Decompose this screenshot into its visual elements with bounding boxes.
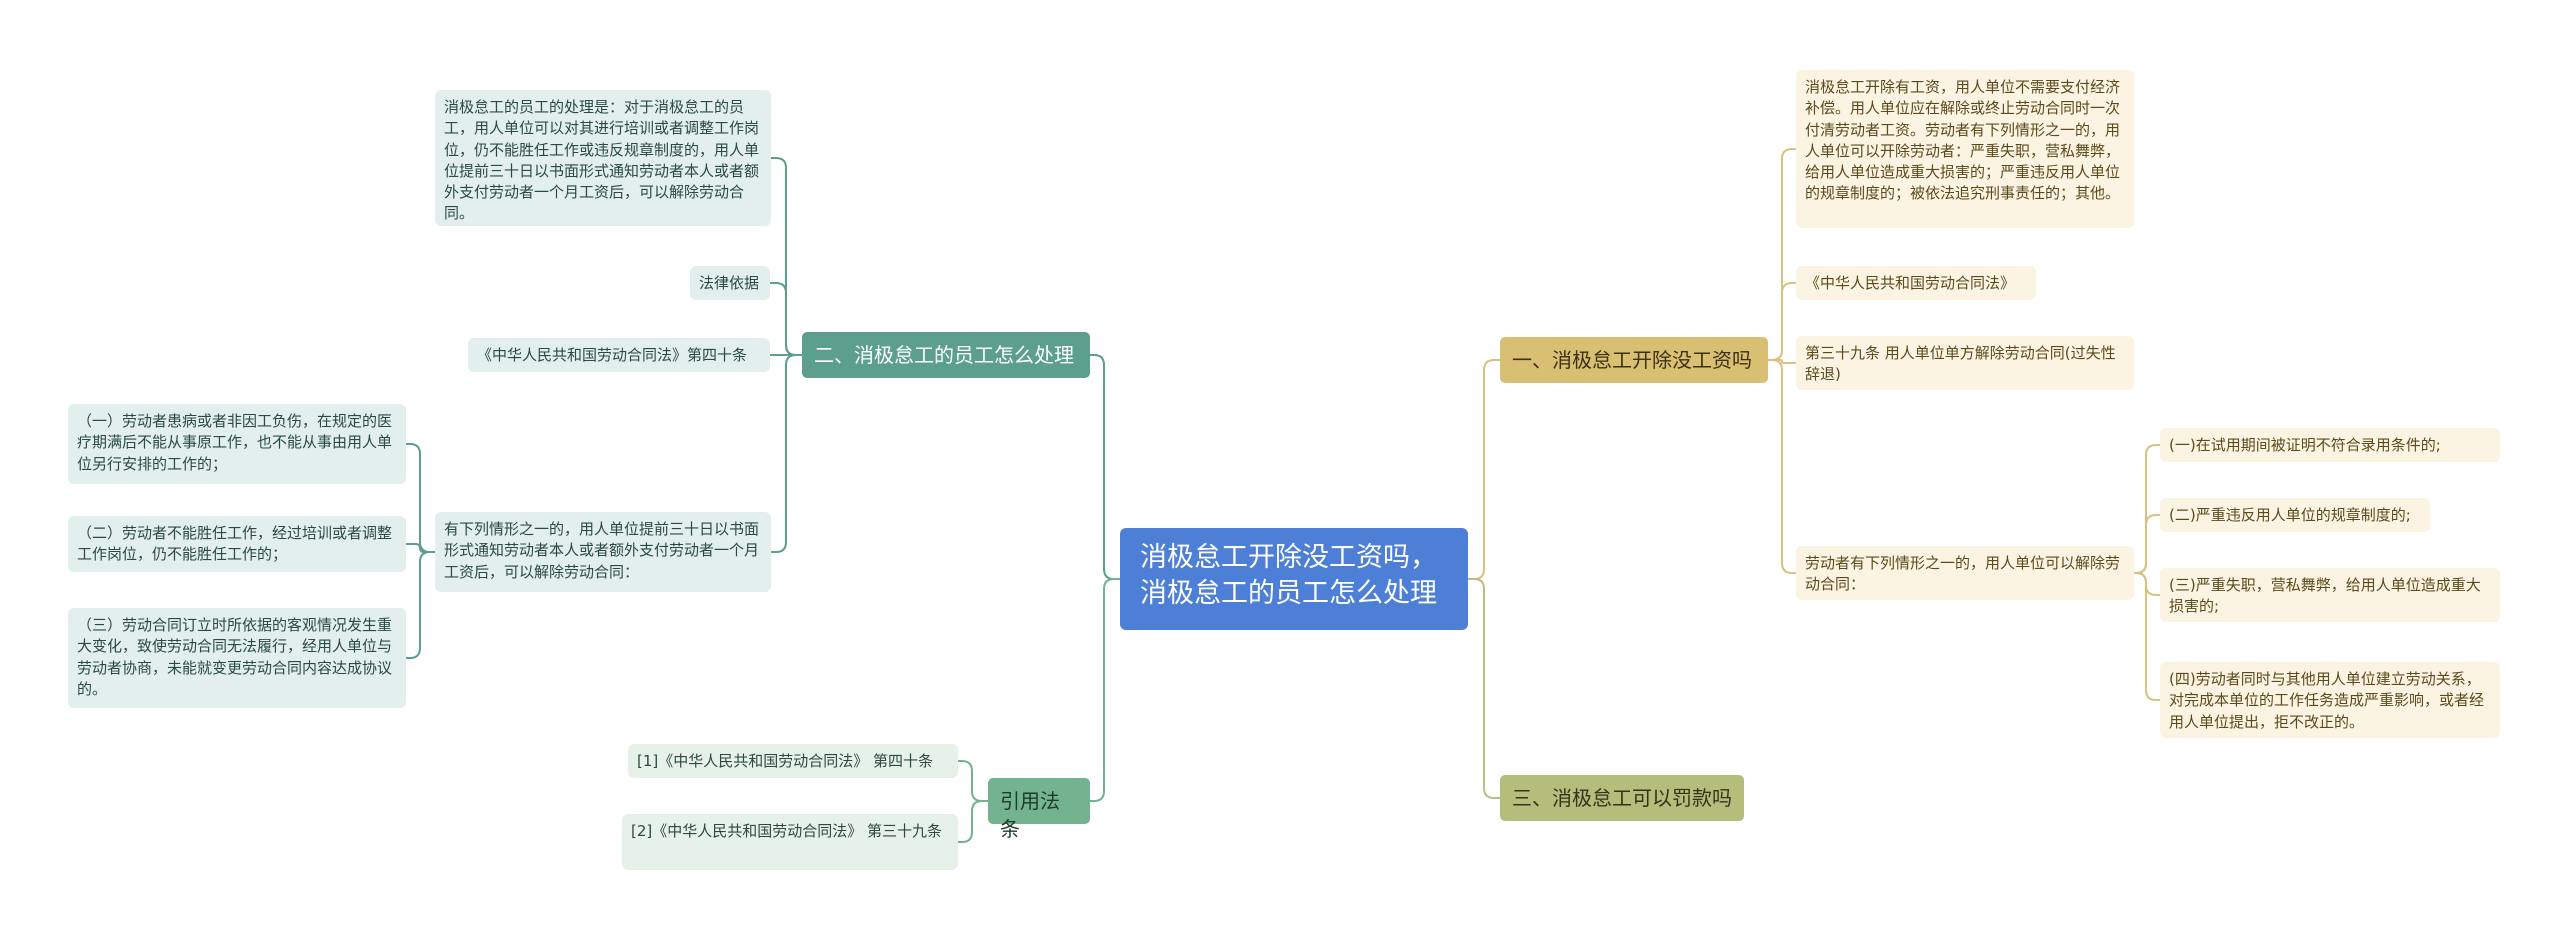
- connector-line: [406, 543, 435, 553]
- leaf-handling-summary[interactable]: 消极怠工的员工的处理是：对于消极怠工的员工，用人单位可以对其进行培训或者调整工作…: [435, 90, 771, 226]
- condition-item[interactable]: （三）劳动合同订立时所依据的客观情况发生重大变化，致使劳动合同无法履行，经用人单…: [68, 608, 406, 708]
- reference-item[interactable]: [2]《中华人民共和国劳动合同法》 第三十九条: [622, 814, 958, 870]
- branch-title: 引用法条: [1000, 789, 1060, 842]
- connector-line: [2134, 572, 2160, 701]
- connector-line: [958, 800, 988, 843]
- reference-item[interactable]: [1]《中华人民共和国劳动合同法》 第四十条: [628, 744, 958, 778]
- branch-cited-articles[interactable]: 引用法条: [988, 778, 1090, 841]
- leaf-article-40[interactable]: 《中华人民共和国劳动合同法》第四十条: [468, 338, 770, 372]
- condition-item[interactable]: （一）劳动者患病或者非因工负伤，在规定的医疗期满后不能从事原工作，也不能从事由用…: [68, 404, 406, 484]
- connector-line: [1090, 354, 1120, 580]
- connector-line: [1768, 359, 1796, 364]
- connector-line: [1768, 359, 1796, 574]
- connector-line: [958, 760, 988, 802]
- connector-line: [406, 443, 435, 553]
- connector-line: [770, 282, 802, 356]
- condition-item[interactable]: （二）劳动者不能胜任工作，经过培训或者调整工作岗位，仍不能胜任工作的；: [68, 516, 406, 572]
- connector-line: [771, 354, 802, 553]
- connector-line: [1768, 282, 1796, 361]
- branch-title: 一、消极怠工开除没工资吗: [1512, 348, 1752, 372]
- root-topic[interactable]: 消极怠工开除没工资吗，消极怠工的员工怎么处理: [1120, 528, 1468, 630]
- leaf-notice-conditions[interactable]: 有下列情形之一的，用人单位提前三十日以书面形式通知劳动者本人或者额外支付劳动者一…: [435, 512, 771, 592]
- branch-handle-slacking-employee[interactable]: 二、消极怠工的员工怎么处理: [802, 332, 1090, 378]
- condition-item[interactable]: (四)劳动者同时与其他用人单位建立劳动关系，对完成本单位的工作任务造成严重影响，…: [2160, 662, 2500, 738]
- leaf-dismissal-conditions[interactable]: 劳动者有下列情形之一的，用人单位可以解除劳动合同：: [1796, 546, 2134, 600]
- leaf-article-39[interactable]: 第三十九条 用人单位单方解除劳动合同(过失性辞退): [1796, 336, 2134, 390]
- condition-item[interactable]: (一)在试用期间被证明不符合录用条件的;: [2160, 428, 2500, 462]
- branch-title: 二、消极怠工的员工怎么处理: [814, 343, 1074, 367]
- branch-no-wage-on-dismissal[interactable]: 一、消极怠工开除没工资吗: [1500, 337, 1768, 383]
- branch-title: 三、消极怠工可以罚款吗: [1512, 786, 1732, 810]
- leaf-dismissal-summary[interactable]: 消极怠工开除有工资，用人单位不需要支付经济补偿。用人单位应在解除或终止劳动合同时…: [1796, 70, 2134, 228]
- leaf-labor-contract-law[interactable]: 《中华人民共和国劳动合同法》: [1796, 266, 2036, 300]
- condition-item[interactable]: (二)严重违反用人单位的规章制度的;: [2160, 498, 2430, 532]
- leaf-legal-basis[interactable]: 法律依据: [690, 266, 770, 300]
- connector-line: [1468, 359, 1500, 580]
- branch-fine-question[interactable]: 三、消极怠工可以罚款吗: [1500, 775, 1744, 821]
- condition-item[interactable]: (三)严重失职，营私舞弊，给用人单位造成重大损害的;: [2160, 568, 2500, 622]
- connector-line: [2134, 514, 2160, 574]
- root-topic-text: 消极怠工开除没工资吗，消极怠工的员工怎么处理: [1140, 542, 1437, 610]
- connector-line: [1090, 578, 1120, 802]
- connector-line: [1468, 578, 1500, 799]
- connector-line: [406, 551, 435, 659]
